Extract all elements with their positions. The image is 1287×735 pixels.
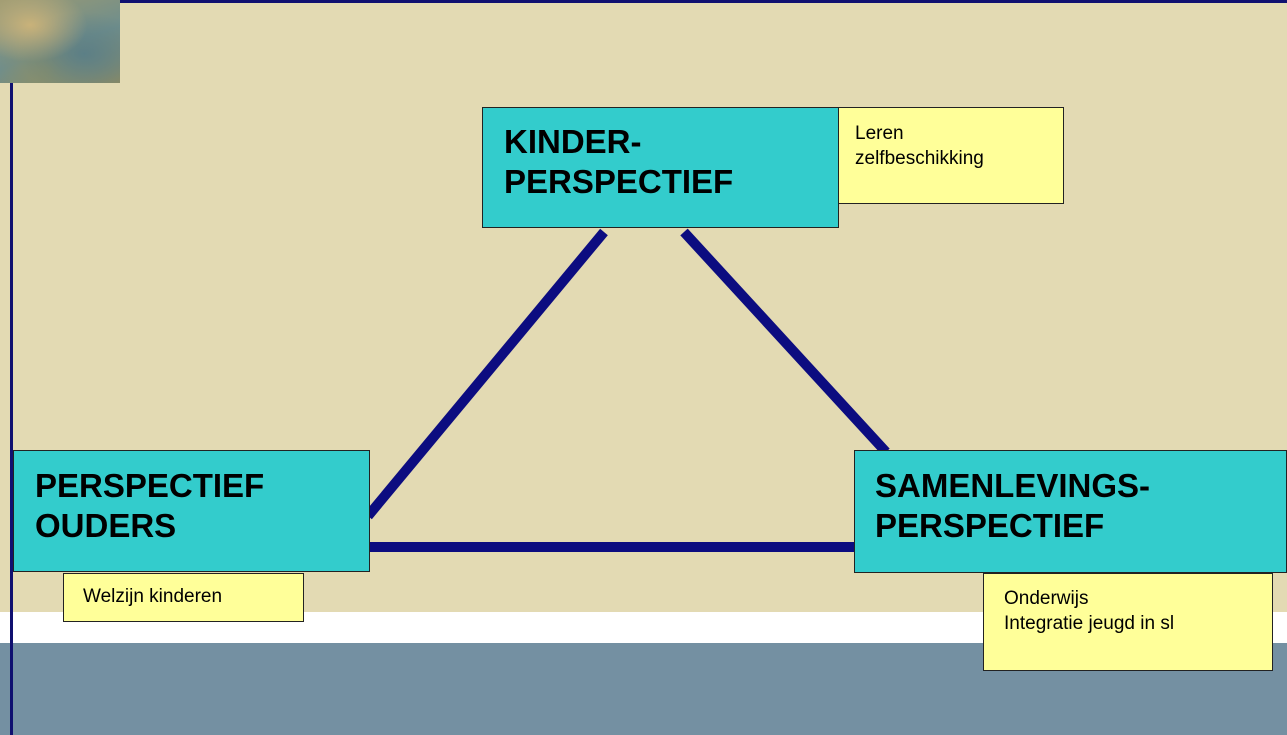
corner-photo [0,0,120,83]
node-ouders-line-2: OUDERS [35,506,177,544]
node-kinder-line-1: KINDER- [504,123,642,160]
node-samenleving-line-1: SAMENLEVINGS- [875,467,1151,504]
frame-left-line [10,0,13,735]
node-ouders-line-1: PERSPECTIEF [35,467,265,504]
node-perspectief-ouders: PERSPECTIEF OUDERS [13,450,370,572]
frame-top-line [10,0,1287,3]
node-samenleving-line-2: PERSPECTIEF [875,506,1105,544]
note-samenleving-line-2: Integratie jeugd in sl [1004,612,1175,634]
note-samenleving: Onderwijs Integratie jeugd in sl [983,573,1273,671]
connector-kinder-samenleving [680,228,890,456]
note-ouders-line-1: Welzijn kinderen [83,586,223,607]
node-kinder-line-2: PERSPECTIEF [504,162,734,200]
note-kinder-line-2: zelfbeschikking [855,147,984,169]
note-ouders: Welzijn kinderen [63,573,304,622]
node-samenlevingsperspectief: SAMENLEVINGS- PERSPECTIEF [854,450,1287,573]
node-kinderperspectief: KINDER- PERSPECTIEF [482,107,839,228]
connector-kinder-ouders [364,228,608,520]
note-kinder: Leren zelfbeschikking [838,107,1064,204]
note-samenleving-line-1: Onderwijs [1004,588,1089,609]
note-kinder-line-1: Leren [855,123,904,144]
